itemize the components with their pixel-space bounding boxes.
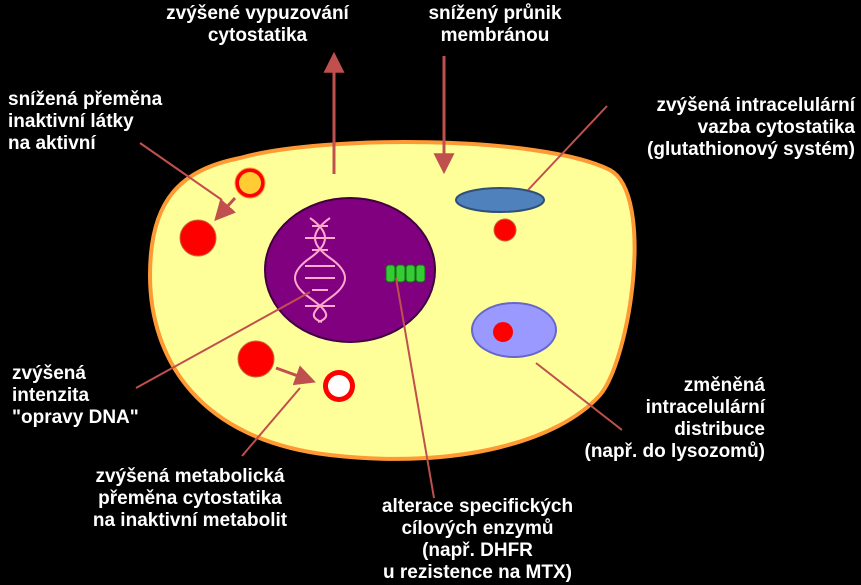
label-efflux: zvýšené vypuzování cytostatika (166, 3, 349, 46)
lysosome-drug-drop (493, 322, 513, 342)
binding-pointer (527, 105, 608, 191)
metabolism-arrow (275, 365, 316, 386)
label-dna-repair: zvýšená intenzita "opravy DNA" (12, 363, 139, 428)
binding-vesicle (455, 187, 545, 213)
label-metabolism: zvýšená metabolická přeměna cytostatika … (92, 466, 288, 531)
label-binding: zvýšená intracelulární vazba cytostatika… (647, 95, 855, 160)
enzyme-pointer (395, 277, 435, 499)
distribution-pointer (535, 362, 623, 431)
metabolism-pointer (241, 387, 301, 457)
lysosome (471, 302, 557, 358)
activation-arrow (214, 196, 237, 222)
label-enzymes: alterace specifických cílových enzymů (n… (381, 496, 574, 583)
target-enzyme-icon (385, 264, 426, 283)
metabolised-drug-drop (237, 340, 275, 378)
activation-pointer (139, 142, 223, 201)
dna-repair-pointer (135, 291, 311, 389)
bound-drug-drop (493, 218, 517, 242)
label-distribution: změněná intracelulární distribuce (např.… (584, 375, 766, 462)
label-influx: snížený průnik membránou (428, 3, 562, 46)
active-drug-drop (179, 219, 217, 257)
dna-helix-icon (294, 217, 346, 323)
label-activation: snížená přeměna inaktivní látky na aktiv… (8, 89, 163, 154)
